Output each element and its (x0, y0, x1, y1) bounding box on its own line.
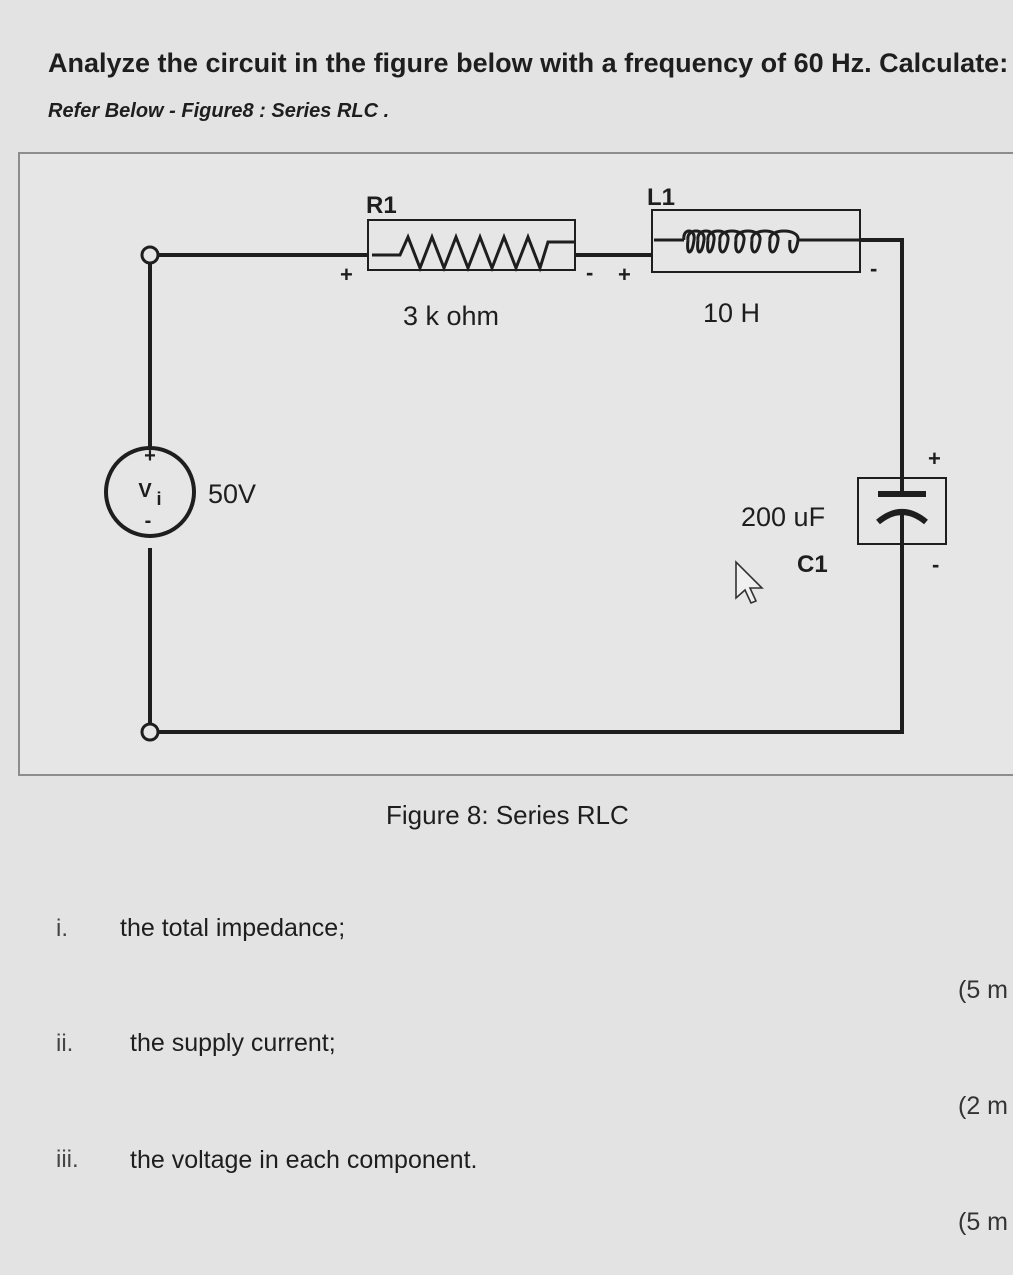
question-title: Analyze the circuit in the figure below … (48, 48, 1009, 78)
part-ii-text: the supply current; (130, 1029, 336, 1057)
figure-reference: Refer Below - Figure8 : Series RLC . (48, 100, 390, 122)
part-ii-number: ii. (56, 1030, 74, 1057)
part-iii-text: the voltage in each component. (130, 1146, 478, 1174)
part-iii-number: iii. (56, 1146, 79, 1173)
figure-frame (18, 152, 1013, 776)
part-i-marks: (5 m (958, 976, 1008, 1004)
figure-caption: Figure 8: Series RLC (386, 800, 629, 830)
part-i-text: the total impedance; (120, 914, 346, 942)
part-ii-marks: (2 m (958, 1092, 1008, 1120)
part-iii-marks: (5 m (958, 1208, 1008, 1236)
part-i-number: i. (56, 915, 68, 942)
